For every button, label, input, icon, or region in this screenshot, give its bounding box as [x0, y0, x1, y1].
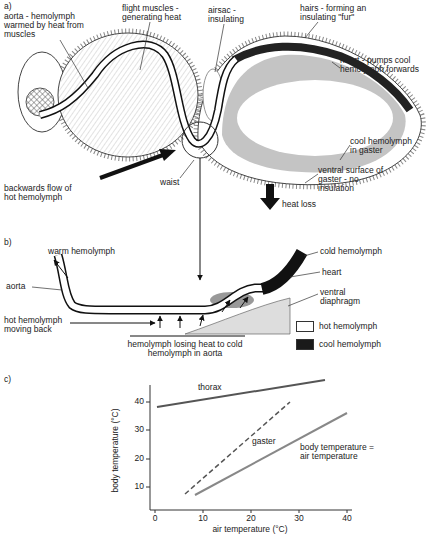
flow-arrows: [54, 260, 248, 336]
part-label: heart: [322, 268, 352, 277]
part-label: aorta: [6, 282, 36, 291]
part-label: ventral diaphragm: [320, 288, 366, 306]
leader-lines: [60, 22, 350, 183]
leader-line: [180, 160, 194, 178]
part-label: warm hemolymph: [48, 247, 120, 256]
zoom-circle: [182, 122, 218, 158]
leader-line: [305, 174, 318, 183]
tick-mark: [251, 510, 252, 513]
tick-label: 10: [193, 514, 213, 523]
aorta-outline: [58, 255, 265, 310]
part-label: hemolymph losing heat to cold hemolymph …: [125, 340, 245, 358]
heat-loss-arrow: [260, 184, 280, 210]
leader-line: [290, 272, 320, 277]
aorta-lumen: [58, 255, 265, 310]
heat-arrow: [180, 316, 181, 328]
part-label: ventral surface of gaster - no insulatio…: [318, 166, 394, 193]
flow-arrow-shaft: [100, 155, 163, 178]
heart-tube: [262, 252, 302, 289]
tick-mark: [155, 510, 156, 513]
axis-title: body temperature (°C): [111, 396, 120, 506]
panel-letter: b): [4, 238, 24, 247]
part-label: hot hemolymph moving back: [4, 316, 66, 334]
series-label: thorax: [198, 383, 232, 392]
part-label: hairs - forming an insulating "fur": [300, 4, 384, 22]
part-label: airsac - insulating: [208, 6, 256, 24]
part-label: cool hemolymph in gaster: [350, 137, 420, 155]
part-label: flight muscles - generating heat: [122, 4, 194, 22]
tick-mark: [146, 402, 150, 403]
tick-label: 0: [145, 514, 165, 523]
heat-arrow: [222, 300, 230, 312]
thorax-line: [157, 380, 325, 407]
aorta-outline: [40, 45, 236, 144]
legend-swatch: [296, 339, 314, 350]
part-label: aorta - hemolymph warmed by heat from mu…: [4, 12, 86, 39]
legend-text: cool hemolymph: [319, 340, 409, 349]
panel-letter: c): [4, 375, 24, 384]
tick-label: 40: [337, 514, 357, 523]
y-axis: [150, 385, 151, 510]
tick-mark: [146, 459, 150, 460]
series-label: body temperature = air temperature: [300, 443, 384, 461]
heat-arrow: [200, 315, 203, 326]
part-label: heat loss: [282, 200, 327, 209]
leader-line: [304, 252, 318, 256]
flow-arrow: [54, 260, 68, 278]
heat-arrow: [160, 316, 161, 328]
leader-line: [32, 287, 62, 290]
heat-arrow: [240, 297, 248, 308]
tick-label: 30: [289, 514, 309, 523]
gaster-line: [185, 402, 290, 494]
leader-line: [305, 22, 318, 38]
flow-arrow: [70, 323, 155, 324]
leader-line: [215, 24, 224, 72]
axis-title: air temperature (°C): [190, 525, 310, 534]
leader-line: [60, 40, 88, 88]
legend-text: hot hemolymph: [319, 322, 409, 331]
tick-mark: [146, 430, 150, 431]
leader-line: [340, 145, 350, 160]
tick-label: 40: [126, 397, 144, 406]
tick-mark: [203, 510, 204, 513]
tick-mark: [299, 510, 300, 513]
panel-letter: a): [4, 2, 24, 11]
leader-line: [288, 294, 318, 306]
part-label: heart - pumps cool hemolymph forwards: [340, 56, 426, 74]
legend-swatch: [296, 321, 314, 332]
leader-line: [140, 22, 150, 70]
part-label: backwards flow of hot hemolymph: [4, 184, 84, 202]
flow-arrow-head: [159, 149, 176, 161]
tick-label: 10: [126, 482, 144, 491]
tick-label: 20: [126, 454, 144, 463]
tick-mark: [347, 510, 348, 513]
tick-mark: [146, 487, 150, 488]
aorta-lumen: [40, 45, 236, 144]
leader-lines: [32, 252, 320, 306]
leader-line: [332, 62, 340, 68]
tick-label: 20: [241, 514, 261, 523]
tick-label: 30: [126, 425, 144, 434]
bracket-line: [130, 336, 245, 337]
part-label: cold hemolymph: [320, 247, 392, 256]
zoom-arrow: [200, 158, 201, 280]
series-label: gaster: [252, 437, 286, 446]
part-label: waist: [160, 178, 190, 187]
